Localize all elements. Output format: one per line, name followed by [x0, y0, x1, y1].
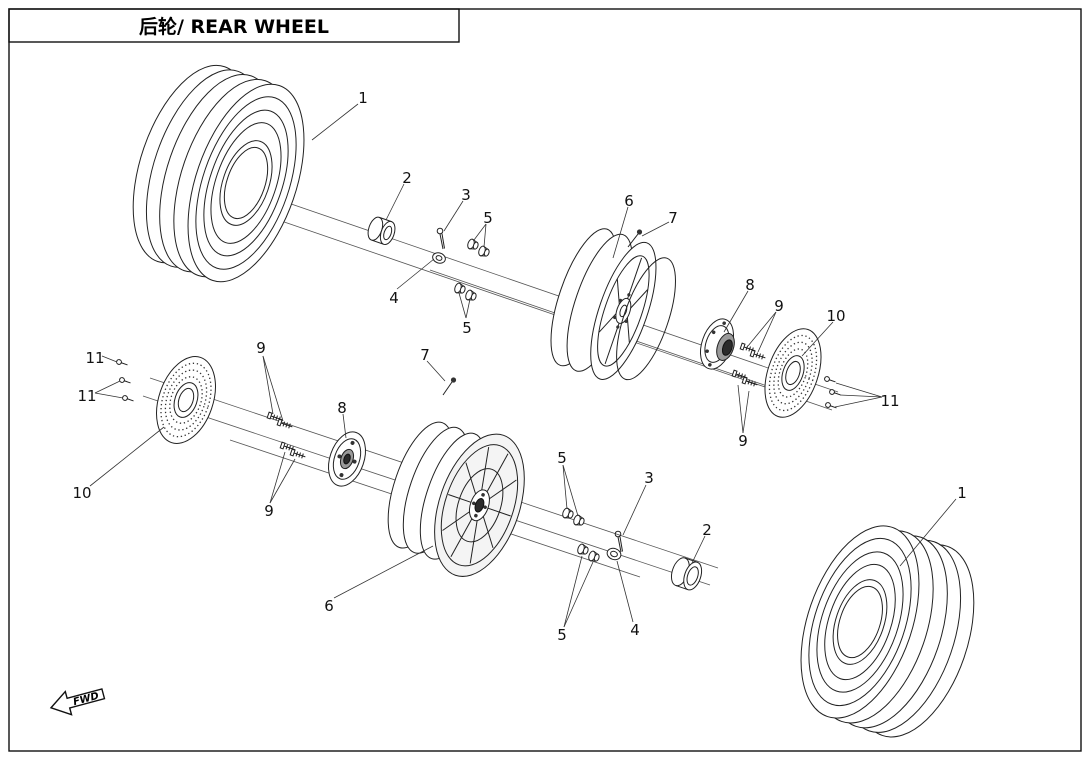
callout-disc-top: 10 [826, 307, 845, 325]
callout-stud9a-bottom: 9 [256, 339, 266, 357]
page-border [8, 8, 1082, 752]
lug-nut-bottom-2 [573, 514, 585, 526]
callout-stem-top: 7 [668, 209, 678, 227]
disc-bolt-top-3 [825, 402, 837, 409]
callout-rim-bottom: 6 [324, 597, 334, 615]
lug-nut-top-4 [465, 289, 477, 301]
wheel-stud-bottom-4 [289, 448, 306, 459]
fwd-arrow-shape [49, 688, 106, 716]
hub-bottom [328, 431, 366, 487]
disc-bolt-bottom-3 [122, 395, 134, 402]
lug-nut-top-3 [454, 282, 466, 294]
callout-stud9b-top: 9 [738, 432, 748, 450]
castle-nut-bottom [606, 547, 622, 561]
lug-nut-top-2 [478, 245, 490, 257]
fwd-label: FWD [72, 691, 100, 708]
cotter-pin-bottom [614, 530, 623, 553]
rim-bottom [387, 421, 525, 577]
fwd-arrow: FWD [49, 688, 106, 716]
callout-hubcap-top: 2 [402, 169, 412, 187]
callout-pin-bottom: 3 [644, 469, 654, 487]
callout-bolt11a-bottom: 11 [85, 349, 104, 367]
hubcap-top [367, 216, 396, 245]
callout-disc-bottom: 10 [72, 484, 91, 502]
assembly-top [132, 64, 841, 418]
assembly-bottom [116, 356, 975, 738]
title-box [8, 8, 460, 43]
callout-stem-bottom: 7 [420, 346, 430, 364]
callout-hubcap-bottom: 2 [702, 521, 712, 539]
brake-disc-top [764, 328, 822, 418]
callouts: 1 2 3 5 4 5 6 7 8 9 10 9 11 11 11 9 8 7 … [72, 89, 966, 644]
callout-nut5a-bottom: 5 [557, 449, 567, 467]
disc-bolt-top-2 [829, 389, 841, 396]
callout-castle-nut-bottom: 4 [630, 621, 640, 639]
brake-disc-bottom [156, 356, 216, 444]
callout-pin-top: 3 [461, 186, 471, 204]
callout-nut5a-top: 5 [483, 209, 493, 227]
callout-bolt11-top: 11 [880, 392, 899, 410]
disc-bolt-bottom-2 [119, 377, 131, 384]
callout-nut5b-bottom: 5 [557, 626, 567, 644]
callout-nut5b-top: 5 [462, 319, 472, 337]
wheel-stud-top-2 [749, 349, 766, 360]
axis-lines-top [257, 194, 839, 411]
callout-hub-bottom: 8 [337, 399, 347, 417]
callout-tire-bottom: 1 [957, 484, 967, 502]
hub-top [699, 318, 735, 370]
rim-top [550, 228, 676, 381]
callout-stud9b-bottom: 9 [264, 502, 274, 520]
washer-top [432, 252, 446, 264]
disc-bolt-top-1 [824, 376, 836, 383]
tire-bottom [800, 525, 975, 738]
callout-rim-top: 6 [624, 192, 634, 210]
lug-nut-bottom-4 [588, 550, 600, 562]
lug-nut-bottom-1 [562, 507, 574, 519]
tire-top [132, 64, 305, 283]
callout-washer-top: 4 [389, 289, 399, 307]
cotter-pin-top [436, 227, 445, 250]
valve-stem-bottom [442, 377, 457, 396]
wheel-stud-top-1 [739, 342, 756, 353]
callout-bolt11b-bottom: 11 [77, 387, 96, 405]
lug-nut-bottom-3 [577, 543, 589, 555]
callout-hub-top: 8 [745, 276, 755, 294]
valve-stem-top [627, 229, 643, 248]
hubcap-bottom [670, 557, 703, 591]
callout-tire-top: 1 [358, 89, 368, 107]
callout-stud9a-top: 9 [774, 297, 784, 315]
wheel-stud-top-4 [741, 376, 758, 387]
page-title: 后轮/ REAR WHEEL [139, 15, 329, 38]
leader-lines [89, 103, 957, 628]
disc-bolt-bottom-1 [116, 359, 128, 366]
wheel-stud-bottom-2 [276, 418, 293, 429]
lug-nut-top-1 [467, 238, 479, 250]
